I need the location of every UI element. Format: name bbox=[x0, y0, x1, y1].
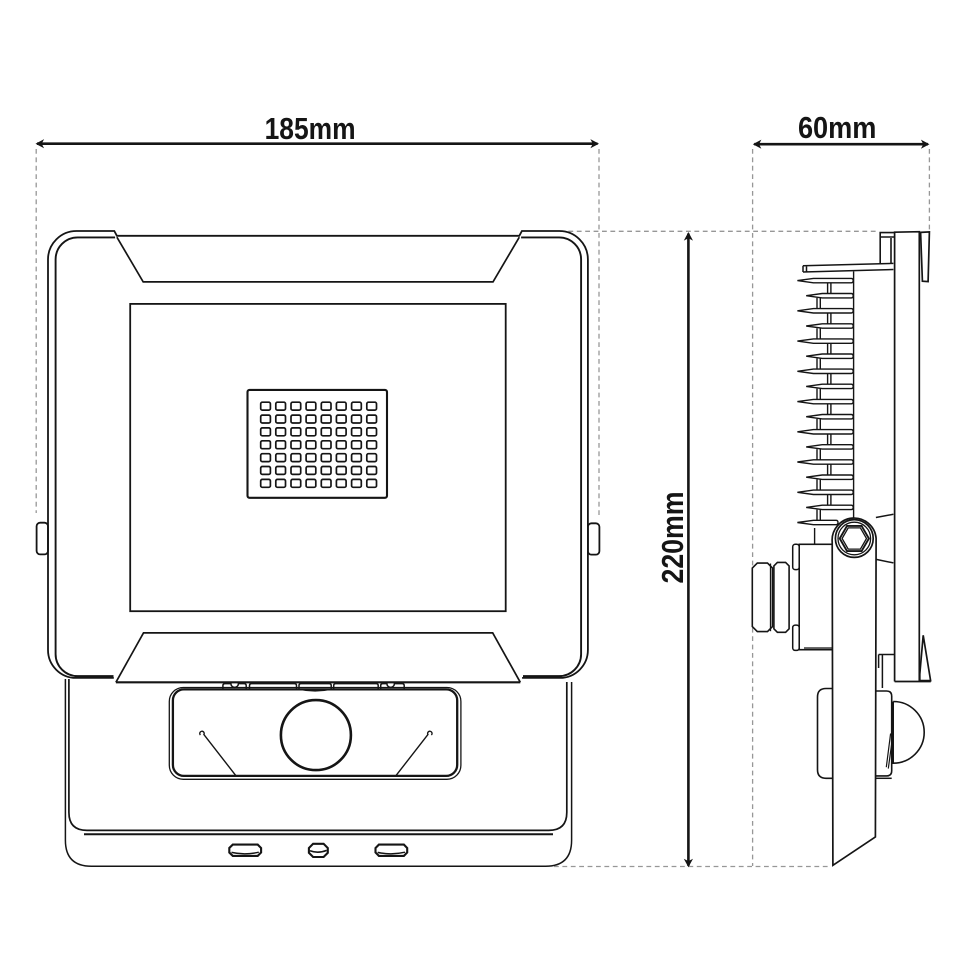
svg-text:220mm: 220mm bbox=[655, 492, 690, 584]
svg-text:60mm: 60mm bbox=[798, 110, 877, 145]
svg-text:185mm: 185mm bbox=[265, 111, 356, 146]
